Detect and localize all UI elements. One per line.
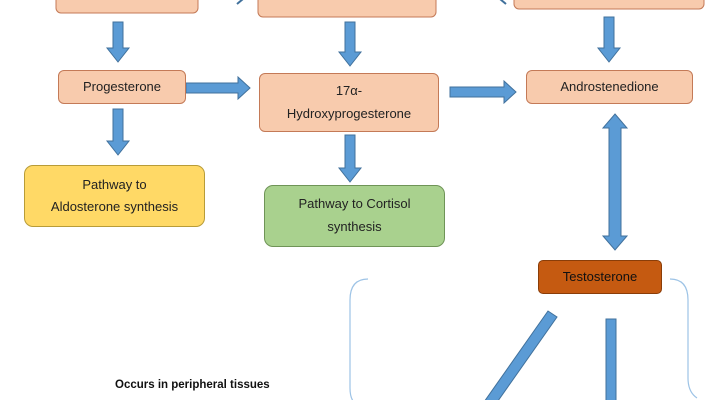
partial-arrow-top-left xyxy=(236,0,244,5)
node-cortisol-pathway-label: Pathway to Cortisol synthesis xyxy=(298,196,411,234)
node-androstenedione: Androstenedione xyxy=(526,70,693,104)
right-bracket xyxy=(669,278,698,399)
node-hydroxyprogesterone-label: 17α- Hydroxyprogesterone xyxy=(286,82,412,121)
left-bracket xyxy=(349,278,369,400)
node-aldosterone-pathway: Pathway to Aldosterone synthesis xyxy=(24,165,205,227)
node-testosterone: Testosterone xyxy=(538,260,662,294)
arrow-down-to-aldosterone xyxy=(105,108,131,156)
arrow-down-to-androstenedione xyxy=(596,16,622,63)
diagonal-arrow-from-testosterone xyxy=(484,310,558,400)
arrow-down-to-cortisol xyxy=(337,134,363,183)
peripheral-tissues-note: Occurs in peripheral tissues xyxy=(115,379,270,391)
node-androstenedione-label: Androstenedione xyxy=(560,78,659,94)
top-left-box-partial xyxy=(55,0,199,14)
node-cortisol-pathway: Pathway to Cortisol synthesis xyxy=(264,185,445,247)
node-hydroxyprogesterone: 17α- Hydroxyprogesterone xyxy=(259,73,439,132)
node-progesterone-label: Progesterone xyxy=(82,78,162,94)
double-arrow-androstenedione-testosterone xyxy=(601,113,629,251)
arrow-down-to-hydroxyprogesterone xyxy=(337,21,363,67)
node-aldosterone-pathway-label: Pathway to Aldosterone synthesis xyxy=(50,176,179,214)
top-middle-box-partial xyxy=(257,0,437,18)
partial-arrow-top-right xyxy=(499,0,507,5)
node-progesterone: Progesterone xyxy=(58,70,186,104)
node-testosterone-label: Testosterone xyxy=(562,268,638,284)
arrow-right-hydroxy-to-androstenedione xyxy=(449,79,517,105)
arrow-right-progesterone-to-hydroxy xyxy=(185,75,251,101)
vertical-arrow-from-testosterone xyxy=(605,318,617,400)
top-right-box-partial xyxy=(513,0,705,10)
arrow-down-to-progesterone xyxy=(105,21,131,63)
